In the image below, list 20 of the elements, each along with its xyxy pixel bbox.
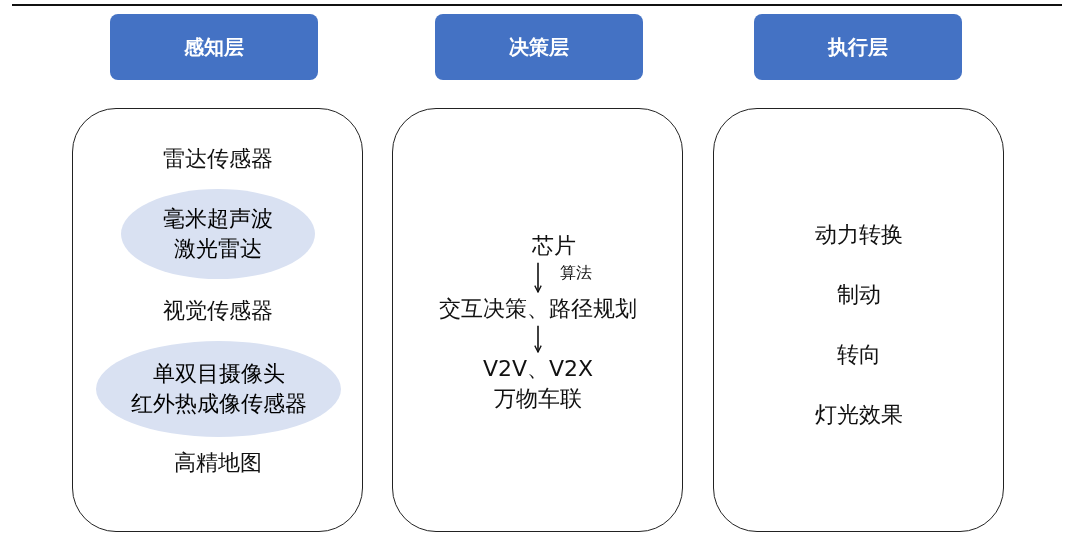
item-text: 动力转换 (815, 221, 903, 250)
highlight-ellipse: 单双目摄像头 红外热成像传感器 (96, 341, 341, 437)
arrow (534, 261, 542, 293)
layer-panel (392, 108, 683, 532)
item-text: 雷达传感器 (163, 145, 273, 174)
item-text: 制动 (837, 281, 881, 310)
layer-header: 决策层 (435, 14, 643, 80)
item-text: 灯光效果 (815, 401, 903, 430)
flow-text: V2V、V2X万物车联 (481, 354, 595, 414)
item-text: 视觉传感器 (163, 297, 273, 326)
highlight-ellipse: 毫米超声波 激光雷达 (121, 189, 315, 279)
flow-text: 交互决策、路径规划 (439, 294, 637, 324)
item-text: 高精地图 (174, 449, 262, 478)
item-text: 转向 (837, 341, 881, 370)
arrow (534, 324, 542, 353)
layer-header: 感知层 (110, 14, 318, 80)
layer-panel (713, 108, 1004, 532)
flow-text: 芯片 (532, 231, 576, 261)
layer-header: 执行层 (754, 14, 962, 80)
layer-panel (72, 108, 363, 532)
